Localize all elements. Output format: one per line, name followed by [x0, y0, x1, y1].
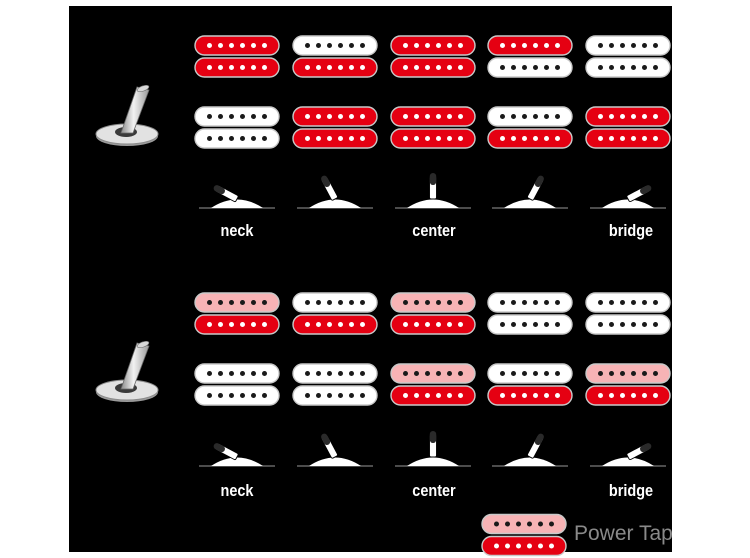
- coil-standard-neck-pickup-5-lower: [585, 57, 671, 78]
- coil-power-tap-bridge-pickup-3-upper: [390, 363, 476, 384]
- coil-power-tap-neck-pickup-1-lower: [194, 314, 280, 335]
- lever-standard-5: [590, 185, 666, 209]
- lever-standard-1: [199, 185, 275, 209]
- lever-standard-3: [395, 173, 471, 209]
- coil-standard-neck-pickup-5-upper: [585, 35, 671, 56]
- coil-standard-neck-pickup-1-lower: [194, 57, 280, 78]
- label-center-1: center: [412, 221, 456, 240]
- lever-standard-2: [297, 175, 373, 209]
- coil-power-tap-neck-pickup-4-lower: [487, 314, 573, 335]
- coil-standard-bridge-pickup-5-upper: [585, 106, 671, 127]
- label-bridge-2: bridge: [608, 481, 654, 500]
- coil-power-tap-bridge-pickup-4-lower: [487, 385, 573, 406]
- coil-standard-neck-pickup-3-upper: [390, 35, 476, 56]
- coil-power-tap-bridge-pickup-5-upper: [585, 363, 671, 384]
- coil-power-tap-neck-pickup-5-upper: [585, 292, 671, 313]
- label-bridge-1: bridge: [608, 221, 654, 240]
- label-neck-2: neck: [220, 481, 254, 500]
- coil-standard-neck-pickup-4-lower: [487, 57, 573, 78]
- coil-power-tap-neck-pickup-3-upper: [390, 292, 476, 313]
- label-neck-1: neck: [220, 221, 254, 240]
- label-center-2: center: [412, 481, 456, 500]
- coil-standard-bridge-pickup-2-upper: [292, 106, 378, 127]
- legend-coil-upper: [481, 513, 567, 535]
- coil-power-tap-neck-pickup-2-lower: [292, 314, 378, 335]
- coil-standard-neck-pickup-3-lower: [390, 57, 476, 78]
- coil-standard-neck-pickup-4-upper: [487, 35, 573, 56]
- coil-standard-neck-pickup-2-upper: [292, 35, 378, 56]
- coil-standard-bridge-pickup-1-upper: [194, 106, 280, 127]
- coil-standard-bridge-pickup-1-lower: [194, 128, 280, 149]
- legend-coil-lower: [481, 535, 567, 557]
- coil-standard-bridge-pickup-5-lower: [585, 128, 671, 149]
- coil-standard-neck-pickup-2-lower: [292, 57, 378, 78]
- coil-standard-bridge-pickup-4-lower: [487, 128, 573, 149]
- coil-power-tap-bridge-pickup-2-upper: [292, 363, 378, 384]
- coil-power-tap-bridge-pickup-1-lower: [194, 385, 280, 406]
- coil-power-tap-bridge-pickup-4-upper: [487, 363, 573, 384]
- coil-power-tap-neck-pickup-1-upper: [194, 292, 280, 313]
- coil-power-tap-neck-pickup-4-upper: [487, 292, 573, 313]
- coil-standard-bridge-pickup-3-upper: [390, 106, 476, 127]
- lever-power-tap-5: [590, 443, 666, 467]
- lever-power-tap-1: [199, 443, 275, 467]
- lever-power-tap-4: [492, 433, 568, 467]
- coil-standard-bridge-pickup-4-upper: [487, 106, 573, 127]
- coil-standard-neck-pickup-1-upper: [194, 35, 280, 56]
- lever-power-tap-3: [395, 431, 471, 467]
- lever-standard-4: [492, 175, 568, 209]
- coil-power-tap-bridge-pickup-1-upper: [194, 363, 280, 384]
- coil-power-tap-bridge-pickup-5-lower: [585, 385, 671, 406]
- toggle-switch-icon-2: [95, 340, 159, 402]
- coil-power-tap-neck-pickup-3-lower: [390, 314, 476, 335]
- coil-standard-bridge-pickup-2-lower: [292, 128, 378, 149]
- toggle-switch-icon-1: [95, 84, 159, 146]
- lever-power-tap-2: [297, 433, 373, 467]
- coil-power-tap-bridge-pickup-2-lower: [292, 385, 378, 406]
- coil-power-tap-neck-pickup-5-lower: [585, 314, 671, 335]
- legend-label: Power Tap: [574, 522, 673, 545]
- diagram-panel: [69, 6, 672, 552]
- coil-power-tap-bridge-pickup-3-lower: [390, 385, 476, 406]
- coil-standard-bridge-pickup-3-lower: [390, 128, 476, 149]
- coil-power-tap-neck-pickup-2-upper: [292, 292, 378, 313]
